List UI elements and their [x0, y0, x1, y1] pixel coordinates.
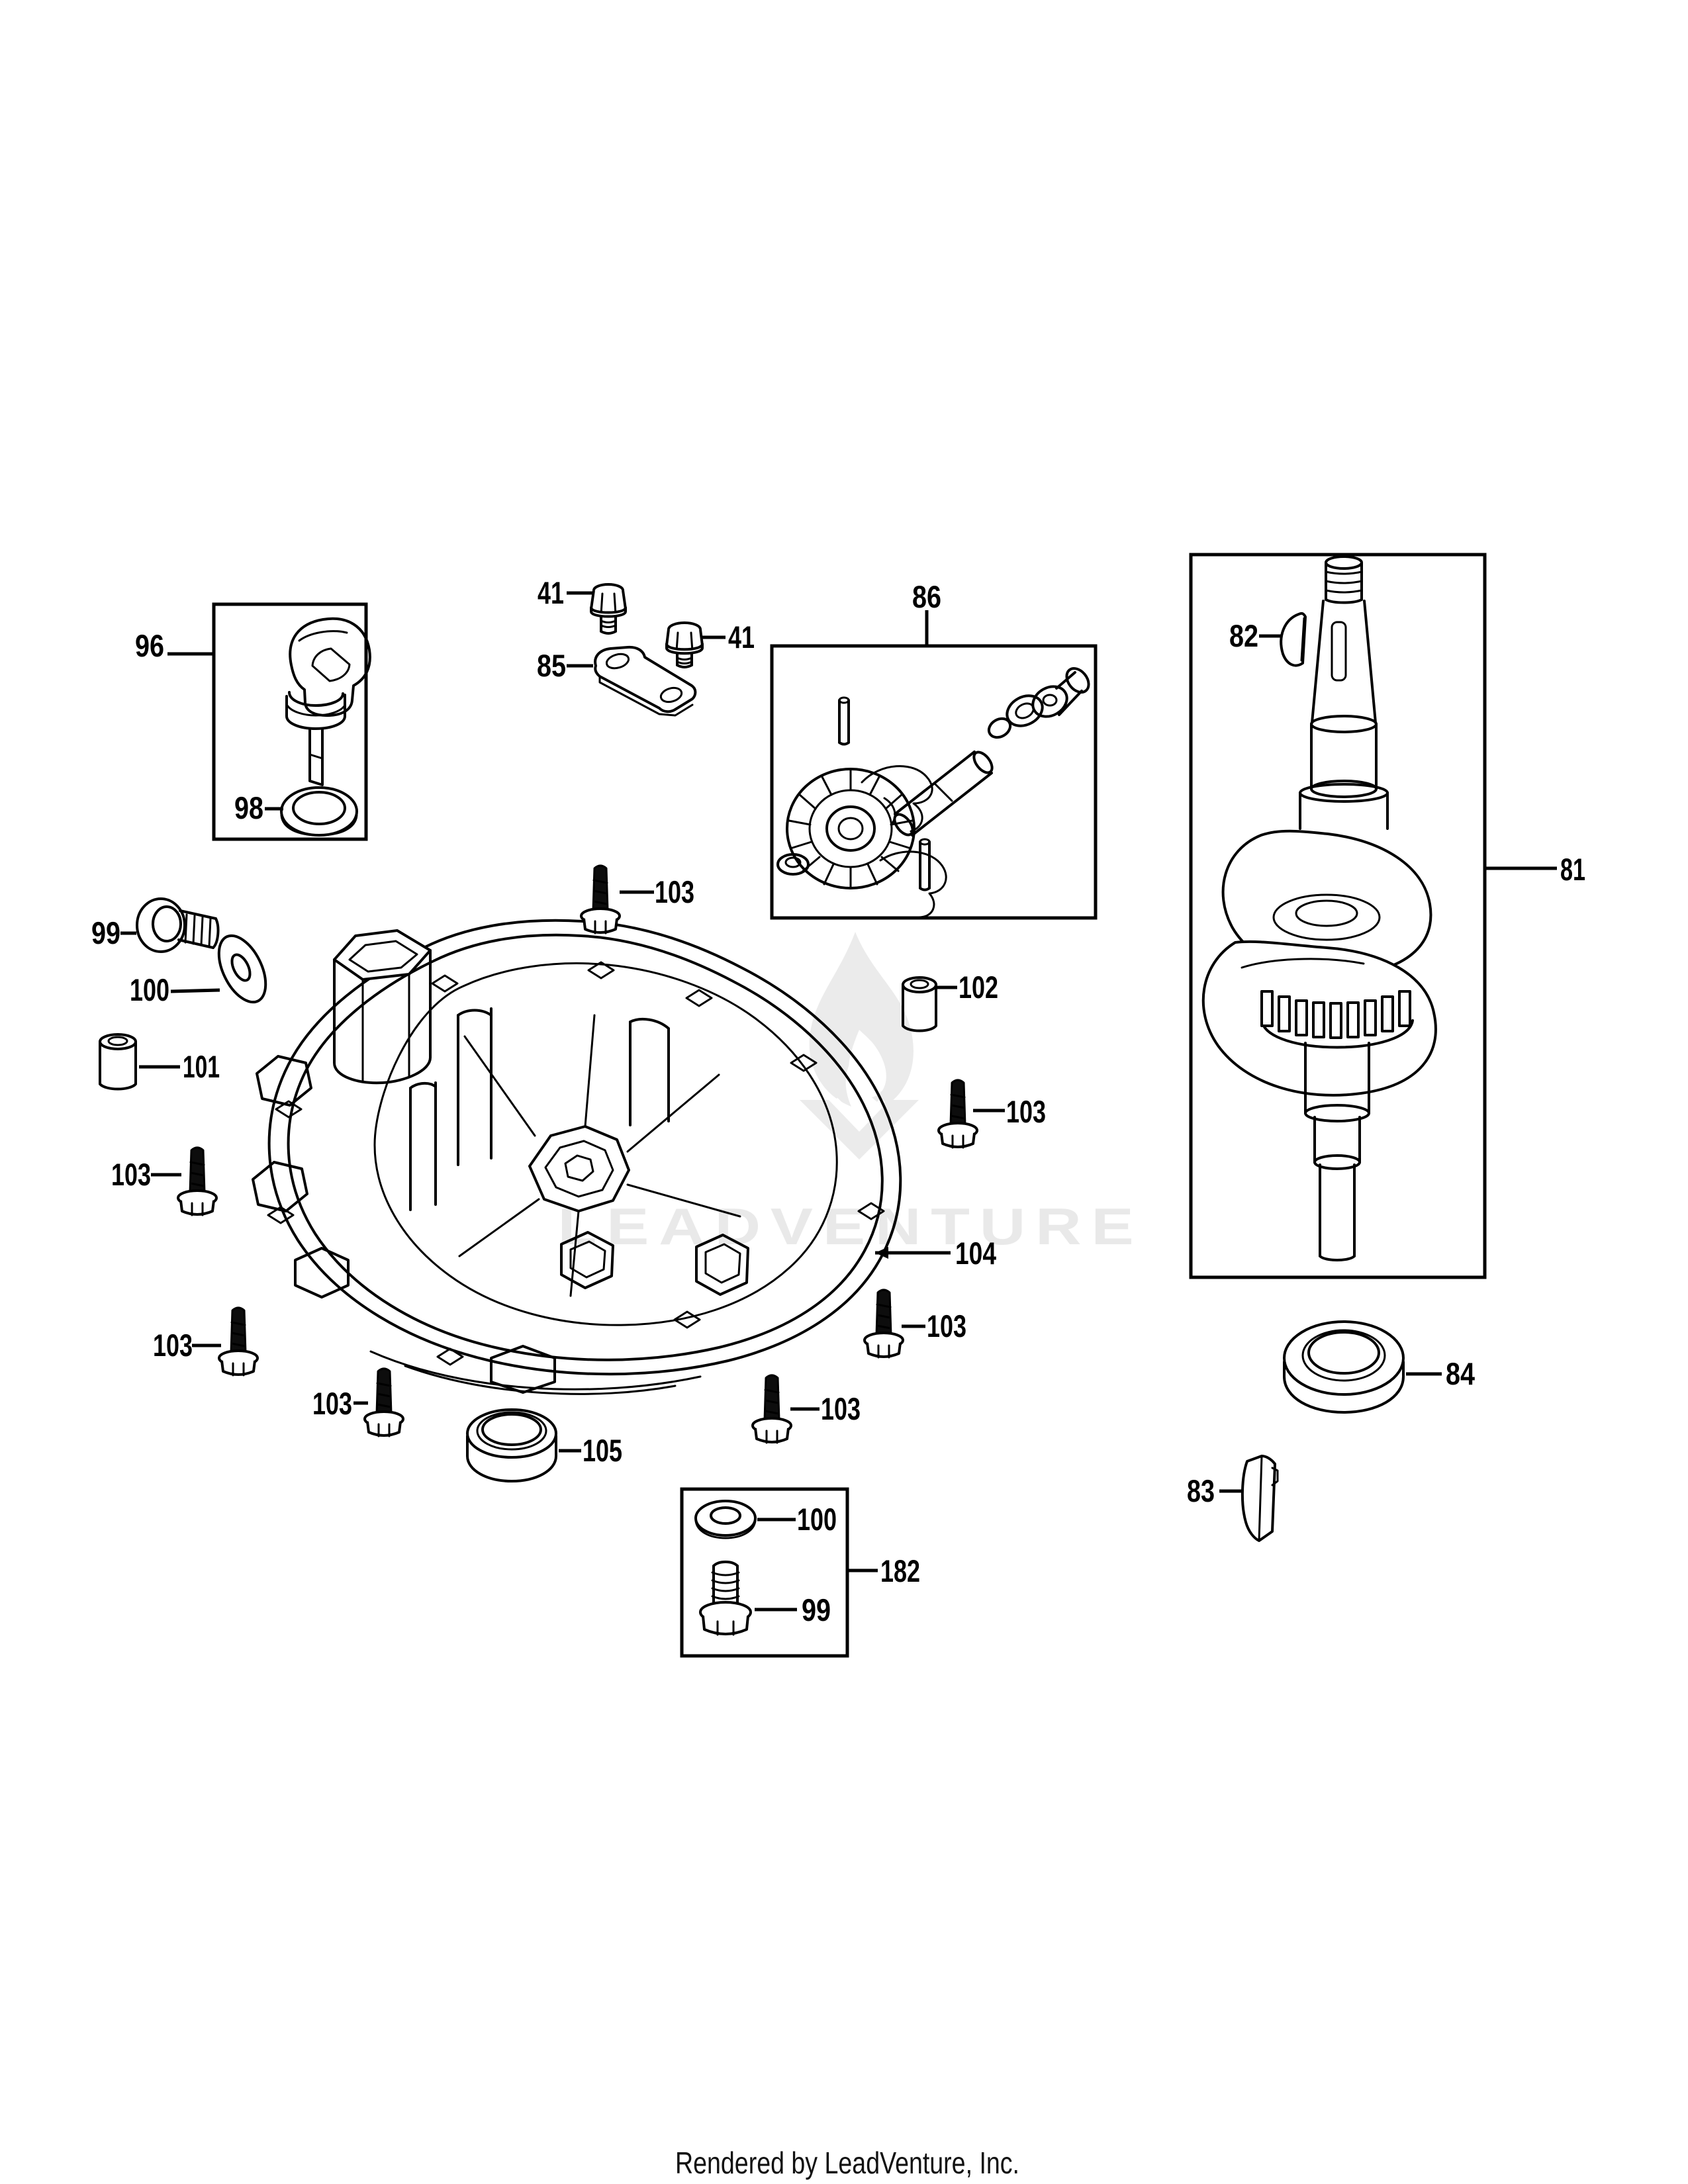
callout-85: 85: [537, 648, 566, 683]
crankshaft-counterweight-upper: [1221, 829, 1432, 977]
washer-100-b: [694, 1500, 757, 1539]
governor-washer-small: [776, 853, 810, 876]
governor-washer: [1006, 694, 1044, 727]
footer-attribution: Rendered by LeadVenture, Inc.: [675, 2146, 1019, 2180]
callout-82: 82: [1229, 618, 1258, 653]
oil-fill-cap-drawing: [280, 617, 371, 837]
callout-103-left-lower: 103: [153, 1328, 193, 1363]
governor-gear-fins: [788, 768, 914, 889]
leadventure-flame-logo-watermark: [800, 932, 919, 1160]
bolt-103-bottom-mid: [863, 1289, 904, 1359]
detail-box-81: [1189, 553, 1487, 1279]
callout-103-bottom-left: 103: [312, 1386, 352, 1421]
crankcase-sump-drawing: [252, 919, 902, 1395]
governor-assembly-drawing: [776, 667, 1090, 919]
governor-arms: [861, 765, 947, 919]
washer-100-a: [217, 934, 267, 1004]
crankshaft-timing-gear: [1260, 990, 1414, 1049]
callout-101: 101: [183, 1049, 220, 1084]
callout-103-bottom-mid: 103: [927, 1308, 966, 1343]
sump-oil-fill-tower: [333, 929, 432, 1085]
callout-84: 84: [1446, 1356, 1475, 1391]
bolt-103-right: [937, 1079, 978, 1149]
callout-103-bottom-mid-2: 103: [821, 1391, 861, 1426]
callout-86: 86: [912, 579, 941, 614]
sump-interior-detail: [369, 1007, 749, 1395]
sump-rim-bosses: [252, 1055, 556, 1394]
leader-arrow-104: [875, 1247, 888, 1259]
callout-103-top: 103: [655, 874, 694, 909]
leadventure-text-watermark: LEADVENTURE: [558, 1197, 1144, 1255]
bolt-41-a: [590, 583, 627, 635]
governor-spool: [1031, 667, 1090, 718]
callout-102: 102: [959, 970, 998, 1005]
callout-83: 83: [1187, 1473, 1215, 1508]
oil-seal-105: [466, 1408, 557, 1482]
bracket-85: [594, 645, 697, 717]
bolt-103-top: [580, 864, 621, 934]
callout-96: 96: [135, 628, 164, 663]
callout-41-a: 41: [538, 575, 564, 610]
bolt-103-left-lower: [218, 1306, 259, 1377]
washer-84: [1283, 1320, 1405, 1414]
woodruff-key-82: [1280, 612, 1307, 667]
detail-box-182: [680, 1487, 849, 1658]
detail-box-86: [770, 644, 1098, 920]
callout-99-b: 99: [802, 1592, 831, 1627]
callout-98: 98: [234, 790, 263, 825]
bolt-99-b: [699, 1561, 752, 1636]
callout-100-a: 100: [130, 972, 169, 1007]
governor-pins: [838, 696, 931, 891]
callout-81: 81: [1560, 852, 1585, 887]
bolt-103-bottom-mid-2: [751, 1374, 792, 1444]
crankshaft-drawing: [1201, 555, 1437, 1261]
callout-99-a: 99: [91, 915, 120, 950]
spacer-101: [99, 1033, 137, 1091]
callout-105: 105: [583, 1433, 622, 1468]
detail-box-96: [212, 602, 368, 841]
crankshaft-keyway: [1331, 621, 1347, 682]
callout-100-b: 100: [797, 1502, 837, 1537]
bolt-103-left-upper: [177, 1146, 218, 1216]
callout-103-right: 103: [1006, 1094, 1046, 1129]
callout-103-left-upper: 103: [111, 1157, 151, 1192]
bolt-41-b: [665, 621, 704, 668]
leader-lines: [120, 591, 1557, 1612]
bolt-103-bottom-left: [363, 1367, 404, 1437]
callout-182: 182: [880, 1553, 920, 1588]
callout-104: 104: [955, 1236, 996, 1271]
spacer-102: [902, 976, 937, 1032]
callout-labels: 96 98 41 41 85 86 82 81 99 100 101 103 1…: [91, 575, 1585, 1627]
woodruff-key-83: [1241, 1455, 1279, 1542]
sump-flange-bolt-holes: [267, 961, 885, 1366]
callout-41-b: 41: [728, 619, 755, 655]
bolt-99-a: [136, 897, 220, 953]
